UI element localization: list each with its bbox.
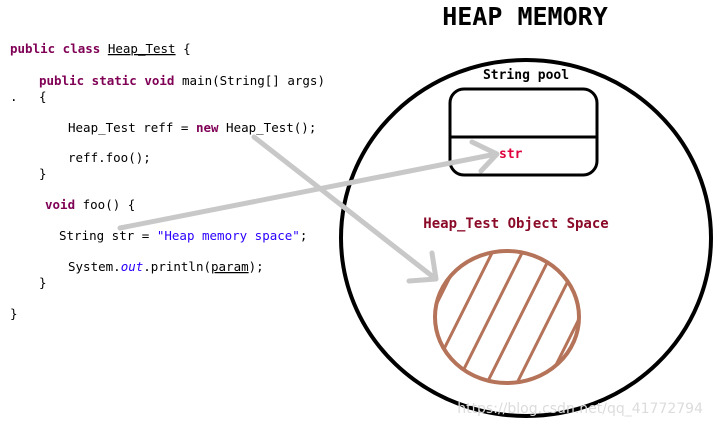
code-line-new: Heap_Test reff = new Heap_Test();: [68, 120, 316, 135]
code-open-brace: {: [39, 89, 47, 104]
code-line-main: public static void main(String[] args): [39, 73, 325, 88]
watermark: https://blog.csdn.net/qq_41772794: [457, 401, 703, 417]
code-listing: public class Heap_Test { public static v…: [10, 41, 325, 321]
heap-memory-ellipse: [339, 58, 713, 418]
code-line-call: reff.foo();: [68, 150, 151, 165]
object-space-label: Heap_Test Object Space: [423, 216, 608, 232]
arrow-str-to-pool: [117, 139, 500, 231]
heap-memory-title: HEAP MEMORY: [442, 2, 608, 31]
code-line-class: public class Heap_Test {: [10, 41, 191, 56]
string-pool-label: String pool: [483, 68, 569, 83]
arrow-new-to-object: [251, 134, 439, 284]
code-line-foo: void foo() {: [45, 197, 135, 212]
pool-entry-str: str: [499, 147, 523, 162]
object-space-ellipse: [433, 249, 581, 385]
code-close-brace-foo: }: [39, 275, 47, 290]
code-line-string-decl: String str = "Heap memory space";: [59, 228, 307, 243]
code-bullet: .: [10, 89, 18, 104]
code-close-brace: }: [39, 166, 47, 181]
code-final-brace: }: [10, 306, 18, 321]
string-pool-box: [448, 87, 599, 177]
code-line-println: System.out.println(param);: [68, 259, 264, 274]
